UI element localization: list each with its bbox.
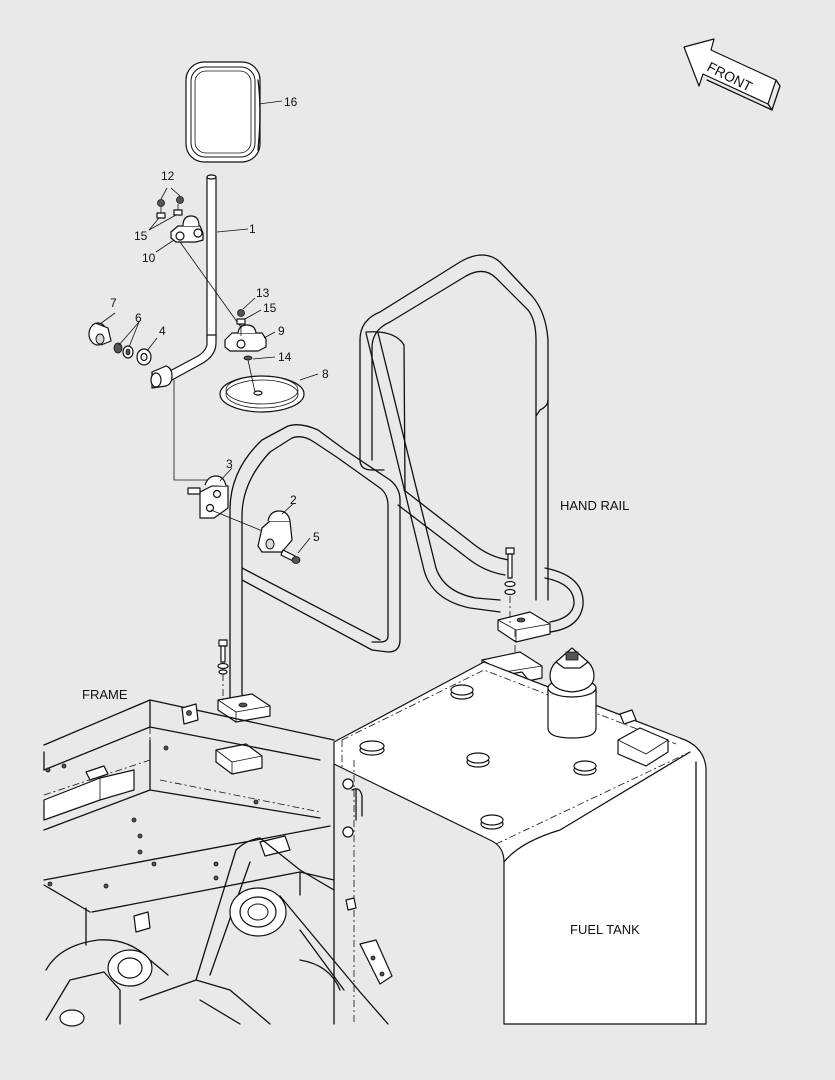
swing-bracket xyxy=(45,837,393,1027)
hand-rail-label: HAND RAIL xyxy=(560,498,629,513)
callout-15-lower: 15 xyxy=(263,301,277,315)
bracket-9 xyxy=(224,309,267,361)
front-arrow-icon xyxy=(683,38,781,111)
rail-bolt-right xyxy=(504,547,516,670)
callout-12: 12 xyxy=(161,169,175,183)
hand-rail-front xyxy=(229,424,584,699)
callout-14: 14 xyxy=(278,350,292,364)
callout-1: 1 xyxy=(249,222,256,236)
disc-8 xyxy=(219,375,305,413)
callout-6: 6 xyxy=(135,311,142,325)
hand-rail-back xyxy=(359,254,549,601)
callout-7: 7 xyxy=(110,296,117,310)
frame-body xyxy=(43,699,335,946)
rail-foot-right xyxy=(497,611,551,643)
callout-16: 16 xyxy=(284,95,298,109)
callout-10: 10 xyxy=(142,251,156,265)
callout-5: 5 xyxy=(313,530,320,544)
hand-rail-diagonal xyxy=(365,332,511,613)
fuel-tank xyxy=(333,647,707,1025)
bracket-3 xyxy=(187,467,233,519)
mirror-stay xyxy=(167,174,217,381)
nut-6 xyxy=(113,342,134,359)
callout-13: 13 xyxy=(256,286,270,300)
rubber-stopper xyxy=(150,365,173,389)
frame-pad-left xyxy=(215,743,263,775)
rail-bolt-left xyxy=(217,639,229,700)
callout-8: 8 xyxy=(322,367,329,381)
mirror-head xyxy=(185,61,261,163)
fuel-tank-label: FUEL TANK xyxy=(570,922,640,937)
frame-label: FRAME xyxy=(82,687,128,702)
callout-3: 3 xyxy=(226,457,233,471)
bracket-10 xyxy=(170,215,204,243)
callout-15-upper: 15 xyxy=(134,229,148,243)
callout-4: 4 xyxy=(159,324,166,338)
frame-bolts xyxy=(45,745,259,889)
bolt-5 xyxy=(280,549,301,564)
cushion-7 xyxy=(88,322,112,346)
callout-2: 2 xyxy=(290,493,297,507)
washer-4 xyxy=(136,348,152,366)
clamp-2 xyxy=(257,510,293,553)
rail-foot-left xyxy=(217,693,271,723)
callout-9: 9 xyxy=(278,324,285,338)
